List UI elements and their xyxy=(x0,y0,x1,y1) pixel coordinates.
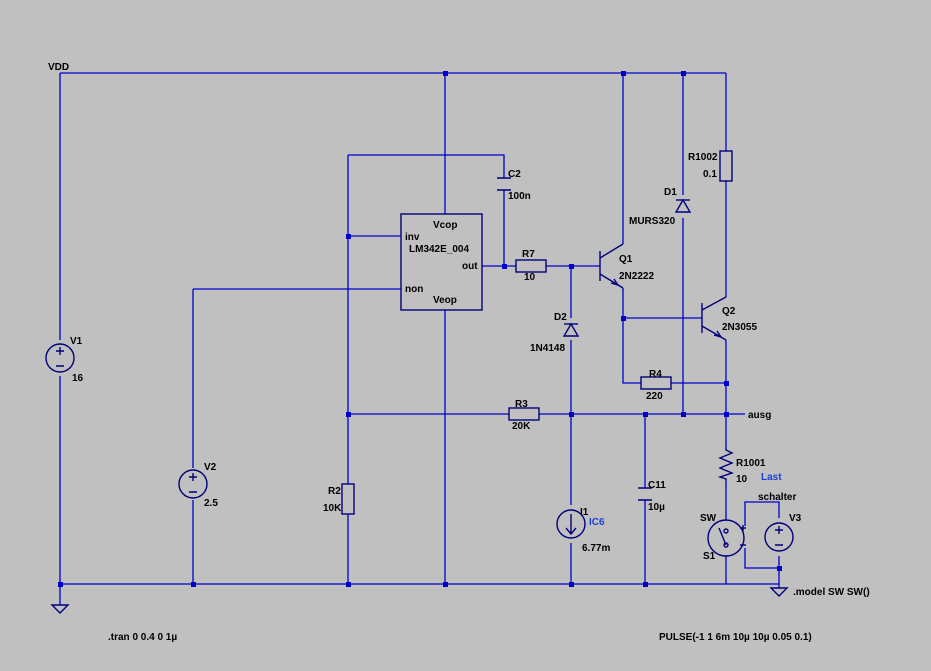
c11-value: 10µ xyxy=(648,502,665,513)
r4-name: R4 xyxy=(649,369,662,380)
q1-value: 2N2222 xyxy=(619,271,654,282)
voltage-source-v3[interactable]: V3 xyxy=(764,513,802,552)
v1-name: V1 xyxy=(70,336,83,347)
c11-name: C11 xyxy=(648,480,666,491)
d2-value: 1N4148 xyxy=(530,343,565,354)
v2-name: V2 xyxy=(204,462,217,473)
directive-pulse[interactable]: PULSE(-1 1 6m 10µ 10µ 0.05 0.1) xyxy=(659,632,812,643)
opamp-lm342e[interactable]: Vcop inv LM342E_004 out non Veop xyxy=(400,213,483,311)
resistor-r2[interactable]: R2 10K xyxy=(323,483,355,515)
r1001-value: 10 xyxy=(736,474,748,485)
resistor-r3[interactable]: R3 20K xyxy=(508,399,540,432)
r1001-name: R1001 xyxy=(736,458,766,469)
r7-value: 10 xyxy=(524,272,536,283)
capacitor-c2[interactable]: C2 100n xyxy=(497,169,531,202)
ic-pin-non: non xyxy=(405,284,423,295)
v3-name: V3 xyxy=(789,513,802,524)
net-label-schalter: schalter xyxy=(758,492,796,503)
transistor-q2[interactable]: Q2 2N3055 xyxy=(701,296,757,341)
c2-name: C2 xyxy=(508,169,521,180)
q2-name: Q2 xyxy=(722,306,736,317)
wires xyxy=(59,72,780,605)
r3-value: 20K xyxy=(512,421,531,432)
current-source-i1[interactable]: I1 IC6 6.77m xyxy=(556,507,610,554)
i1-value: 6.77m xyxy=(582,543,610,554)
r2-name: R2 xyxy=(328,486,341,497)
i1-label: IC6 xyxy=(589,517,605,528)
v1-value: 16 xyxy=(72,373,84,384)
ic-pin-vee: Veop xyxy=(433,295,457,306)
net-label-ausg: ausg xyxy=(748,410,771,421)
s1-model: SW xyxy=(700,513,717,524)
resistor-r7[interactable]: R7 10 xyxy=(515,249,547,283)
voltage-source-v2[interactable]: V2 2.5 xyxy=(178,462,218,509)
resistor-r1001[interactable]: R1001 10 Last xyxy=(717,447,782,485)
diode-d2[interactable]: D2 1N4148 xyxy=(530,312,580,354)
r2-value: 10K xyxy=(323,503,342,514)
r1002-name: R1002 xyxy=(688,152,718,163)
q1-name: Q1 xyxy=(619,254,633,265)
net-label-vdd: VDD xyxy=(48,62,69,73)
diode-d1[interactable]: D1 MURS320 xyxy=(629,187,692,227)
ic-pin-inv: inv xyxy=(405,232,420,243)
resistor-r4[interactable]: R4 220 xyxy=(640,369,672,402)
ground-symbol xyxy=(50,604,70,614)
voltage-source-v1[interactable]: V1 16 xyxy=(45,336,84,384)
ic-name: LM342E_004 xyxy=(409,244,469,255)
junctions xyxy=(58,71,782,587)
resistor-r1002[interactable]: R1002 0.1 xyxy=(688,150,733,182)
i1-name: I1 xyxy=(580,507,589,518)
r1001-label: Last xyxy=(761,472,782,483)
r7-name: R7 xyxy=(522,249,535,260)
s1-name: S1 xyxy=(703,551,716,562)
directive-model[interactable]: .model SW SW() xyxy=(793,587,870,598)
directive-tran[interactable]: .tran 0 0.4 0 1µ xyxy=(108,632,177,643)
d2-name: D2 xyxy=(554,312,567,323)
switch-s1[interactable]: SW S1 xyxy=(700,513,746,562)
transistor-q1[interactable]: Q1 2N2222 xyxy=(599,243,654,289)
d1-name: D1 xyxy=(664,187,677,198)
c2-value: 100n xyxy=(508,191,531,202)
v2-value: 2.5 xyxy=(204,498,218,509)
r1002-value: 0.1 xyxy=(703,169,717,180)
d1-value: MURS320 xyxy=(629,216,676,227)
r3-name: R3 xyxy=(515,399,528,410)
ground-symbol xyxy=(769,587,789,597)
ic-pin-vcc: Vcop xyxy=(433,220,457,231)
r4-value: 220 xyxy=(646,391,663,402)
ic-pin-out: out xyxy=(462,261,478,272)
capacitor-c11[interactable]: C11 10µ xyxy=(638,480,666,513)
q2-value: 2N3055 xyxy=(722,322,757,333)
